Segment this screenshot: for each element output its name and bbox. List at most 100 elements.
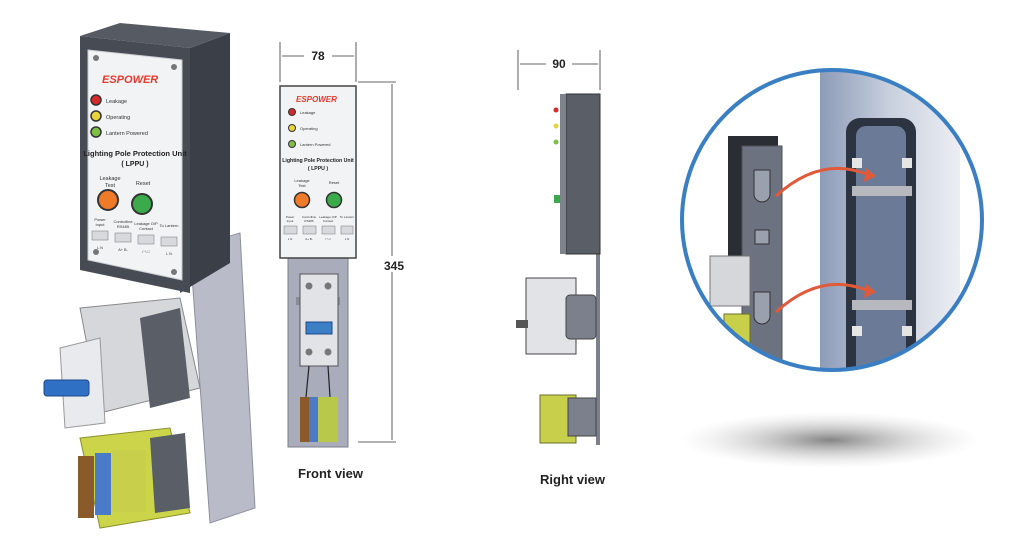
breaker-lever-icon [516,320,528,328]
terminal-yellow [112,450,146,512]
detail-ring [680,68,984,372]
led-leakage-icon [90,94,102,106]
panel-subtitle: ( LPPU ) [121,161,148,168]
enclosure-top [80,23,230,48]
terminal-block [321,225,336,235]
terminal-blue [309,397,318,442]
terminal-block [340,225,354,235]
terminal-block [137,234,155,245]
pole-mounting-detail [680,68,984,468]
terminal-label: Power [94,217,106,222]
screw-icon [93,249,99,255]
terminal-label: Input [96,222,106,227]
led-lantern-icon [90,126,102,138]
height-dimension: 345 [384,259,404,273]
terminal-pins: L N [288,237,293,241]
terminal-label: To Lantern [340,215,355,219]
reset-button-icon [554,195,560,203]
screw-icon [324,282,332,290]
terminal-label: RS485 [117,224,130,229]
front-view-caption: Front view [298,466,364,481]
reset-button-icon [325,191,343,209]
led-leakage-icon [288,108,296,116]
button-label: Leakage [294,178,310,183]
enclosure-lid [560,94,566,254]
terminal-pins: /⁻\ □ [325,237,331,241]
button-label: Reset [136,181,151,187]
leakage-test-button-icon [293,191,311,209]
right-view-drawing: 90 [516,50,601,445]
breaker-lever-icon [43,379,90,397]
led-operating-icon [288,124,296,132]
mounting-bracket [852,186,912,196]
terminal-block [160,236,178,247]
led-label: Leakage [106,99,127,105]
terminal-block [114,232,132,243]
screw-icon [305,282,313,290]
terminal-block [91,230,109,241]
drop-shadow [680,412,980,468]
terminal-label: Power [286,215,295,219]
enclosure-side [565,93,601,255]
bracket-clip [852,326,862,336]
hook-slot-icon [753,169,771,203]
hook-slot-icon [754,229,770,245]
depth-dimension: 90 [552,57,566,71]
terminal-cover [567,397,597,437]
bracket-clip [852,158,862,168]
led-label: Operating [106,115,130,121]
brand-logo: ESPOWER [102,74,158,86]
terminal-pins: A+ B- [118,248,128,252]
terminal-pins: /⁻\ □ [142,250,150,254]
arrowhead-icon [864,284,876,298]
breaker-lever-icon [305,321,333,335]
terminal-label: RS485 [304,219,314,223]
terminal-label: To Lantern [160,223,179,228]
led-lantern-icon [288,140,296,148]
terminal-brown [300,397,309,442]
button-label: Test [298,183,306,188]
terminal-pins: L N [97,246,103,250]
led-label: Lantern Powered [106,131,148,137]
terminal-label: Leakage O/P [319,215,337,219]
arrow-icon [774,282,867,314]
led-label: Lantern Powered [300,142,330,147]
led-label: Operating [300,126,318,131]
panel-title: Lighting Pole Protection Unit [83,149,187,158]
front-panel [87,49,183,281]
terminal-label: Leakage O/P [134,221,158,226]
led-operating-icon [553,123,559,129]
button-label: Reset [329,180,340,185]
terminal-brown [78,456,94,518]
led-label: Leakage [300,110,316,115]
terminal-cover [150,433,190,513]
terminal-block [302,225,317,235]
terminal-label: Input [287,219,294,223]
breaker-cover [140,308,190,408]
panel-subtitle: ( LPPU ) [308,166,328,172]
enclosure-side [180,33,230,293]
front-view-drawing: 78 345 ESPOWER Leakage Operating Lantern… [279,42,408,448]
terminal-label: Controlline [113,219,133,224]
circuit-breaker [299,273,339,367]
screw-icon [305,348,313,356]
brand-logo: ESPOWER [296,95,337,104]
arrow-icon [774,166,867,198]
pole-cable-channel [856,126,906,370]
button-label: Leakage [99,176,120,182]
breaker-cover [565,294,597,340]
width-dimension: 78 [311,49,325,63]
screw-icon [324,348,332,356]
terminal-label: Contact [139,226,154,231]
terminal-blue [95,453,111,515]
mounting-plate [596,240,600,445]
terminal-pins: L N [166,252,172,256]
leakage-test-button-icon [97,189,119,211]
arrowhead-icon [864,168,876,182]
hook-slot-icon [753,291,771,325]
bracket-clip [902,158,912,168]
terminal-label: Controlline [302,215,317,219]
reset-button-icon [131,193,153,215]
mounting-bracket [852,300,912,310]
